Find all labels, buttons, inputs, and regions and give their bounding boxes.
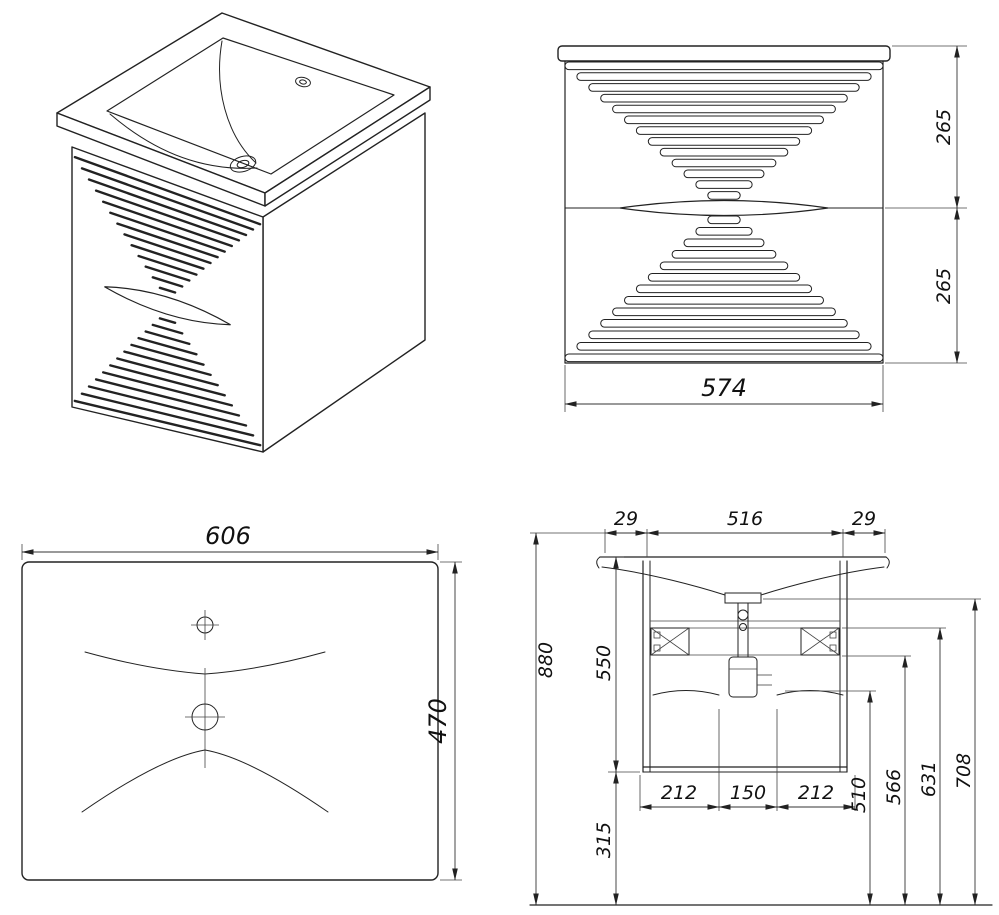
handle-recess (104, 286, 231, 326)
plan-view: 606 470 (21, 522, 462, 881)
drain-flange (724, 592, 762, 604)
dim-plan-depth: 470 (424, 698, 452, 744)
plan-dimensions: 606 470 (21, 522, 462, 881)
dim-front-width: 574 (701, 374, 747, 402)
dim-section-right-2: 566 (883, 769, 905, 805)
front-dimensions: 265 265 574 (564, 45, 967, 412)
dim-plan-width: 606 (205, 522, 251, 550)
drawer-ribs (73, 155, 262, 447)
dim-section-total-height: 880 (535, 642, 557, 678)
drawer-ribs (564, 61, 884, 363)
dim-section-cabinet-height: 550 (593, 645, 615, 681)
dim-section-top-center: 516 (727, 508, 763, 530)
sink-outline (21, 561, 439, 881)
section-dimensions: 29 516 29 880 550 315 212 150 212 (530, 508, 981, 906)
dim-section-top-left: 29 (614, 508, 638, 530)
drain-trap (728, 602, 772, 698)
dim-section-bottom-center: 150 (730, 782, 766, 804)
handle-recess (619, 199, 829, 217)
dim-section-right-4: 708 (953, 753, 975, 789)
drain-hole (229, 155, 257, 173)
dim-front-height-top: 265 (933, 109, 955, 145)
countertop-sink (56, 12, 431, 207)
dim-section-floor-clearance: 315 (593, 822, 615, 858)
right-bracket (800, 627, 840, 656)
left-bracket (650, 627, 690, 656)
faucet-hole (295, 76, 311, 88)
dim-front-height-bottom: 265 (933, 268, 955, 304)
dim-section-right-3: 631 (918, 761, 940, 797)
section-view: 29 516 29 880 550 315 212 150 212 (529, 508, 993, 906)
cabinet-body (71, 112, 426, 453)
dim-section-top-right: 29 (852, 508, 876, 530)
isometric-view (56, 12, 431, 453)
dim-section-bottom-right: 212 (798, 782, 834, 804)
dim-section-bottom-left: 212 (661, 782, 697, 804)
dim-section-right-1: 510 (848, 777, 870, 813)
front-cabinet (557, 45, 891, 364)
front-view: 265 265 574 (557, 45, 967, 412)
section-drawing (529, 556, 993, 906)
countertop (557, 45, 891, 62)
